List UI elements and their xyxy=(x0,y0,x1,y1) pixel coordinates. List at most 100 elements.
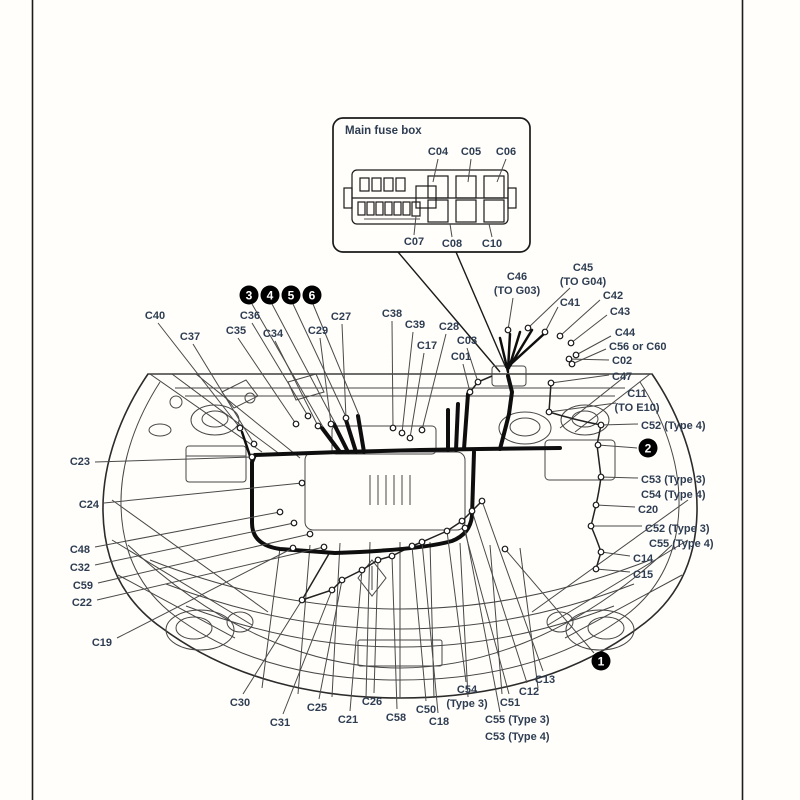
grille-verticals xyxy=(261,541,539,699)
harness-fan-top xyxy=(498,328,547,374)
leader-line-c58 xyxy=(391,555,398,710)
location-marker-1 xyxy=(591,651,611,671)
fluid-cap xyxy=(169,395,183,409)
engine-ribs xyxy=(369,475,411,505)
fuse-box-callout: Main fuse box xyxy=(332,117,531,373)
leader-line-c56-or-c60 xyxy=(571,348,607,365)
marker-leader-1 xyxy=(504,548,595,654)
fusebox-feed-wire xyxy=(469,375,493,393)
connector-label-c01: C01 xyxy=(451,351,471,363)
left-diagonals xyxy=(149,373,301,459)
connector-dot-c14 xyxy=(597,548,605,556)
location-marker-5 xyxy=(281,285,301,305)
leader-line-c15 xyxy=(595,568,631,573)
connector-label-c23: C23 xyxy=(70,456,90,468)
connector-label-c28: C28 xyxy=(439,321,459,333)
location-marker-2 xyxy=(638,438,658,458)
connector-label-c36: C36 xyxy=(240,310,260,322)
right-headlight-inner xyxy=(587,616,625,640)
connector-label-c55-type-4: C55 (Type 4) xyxy=(649,538,714,550)
leader-line-c41 xyxy=(544,306,559,333)
connector-dot-c43 xyxy=(567,339,575,347)
leader-line-c10 xyxy=(488,223,493,238)
leader-line-c59 xyxy=(97,533,311,584)
leader-line-c42 xyxy=(559,299,601,337)
leader-lines xyxy=(94,158,642,715)
connector-dot-c39 xyxy=(398,429,406,437)
connector-label-c04: C04 xyxy=(428,146,449,158)
connector-label-c58: C58 xyxy=(386,712,406,724)
leader-line-c04 xyxy=(432,158,439,183)
connector-dots xyxy=(236,324,605,604)
connector-dot-c51 xyxy=(458,517,466,525)
fuse-box-drawing xyxy=(343,169,517,225)
leader-line-c12 xyxy=(471,510,528,684)
connector-label-c37: C37 xyxy=(180,331,200,343)
harness-prongs-right xyxy=(446,392,470,452)
connector-dot-c41 xyxy=(541,328,549,336)
leader-line-c47 xyxy=(550,374,610,384)
reservoir xyxy=(148,423,172,437)
connector-dot-c26 xyxy=(374,556,382,564)
leader-line-c20 xyxy=(595,504,636,508)
leader-line-c18 xyxy=(421,541,439,714)
leader-line-c31 xyxy=(282,589,333,715)
leader-line-c48 xyxy=(94,511,281,548)
connector-label-c07: C07 xyxy=(404,236,424,248)
connector-dot-c58 xyxy=(388,552,396,560)
connector-dot-c38 xyxy=(389,424,397,432)
connector-label-c19: C19 xyxy=(92,637,112,649)
connector-label-c52-type-3: C52 (Type 3) xyxy=(645,523,710,535)
leader-line-c03 xyxy=(466,347,479,383)
connector-label-c08: C08 xyxy=(442,238,462,250)
marker-leader-4 xyxy=(271,303,336,424)
connector-dot-c29 xyxy=(327,420,335,428)
connector-dot-c34 xyxy=(314,422,322,430)
connector-label-c40: C40 xyxy=(145,310,165,322)
marker-leader-6 xyxy=(312,303,360,416)
leader-line-c06 xyxy=(496,158,507,183)
connector-label-c29: C29 xyxy=(308,325,328,337)
location-marker-number-2: 2 xyxy=(645,442,652,456)
connector-label-c54: C54 xyxy=(457,684,478,696)
right-strut-tower xyxy=(560,404,610,436)
connector-dot-c20 xyxy=(592,501,600,509)
left-crosshatch xyxy=(111,499,269,639)
connector-label-c38: C38 xyxy=(382,308,402,320)
connector-label-c30: C30 xyxy=(230,697,250,709)
connector-label-c14: C14 xyxy=(633,553,654,565)
connector-dot-c17 xyxy=(406,434,414,442)
connector-label-c53-type-4: C53 (Type 4) xyxy=(485,731,550,743)
harness-prongs-center xyxy=(320,414,366,454)
connector-label-c54-line2: (Type 3) xyxy=(446,698,488,710)
callout-tail-line xyxy=(397,251,501,373)
connector-dot-c37 xyxy=(250,440,258,448)
connector-dot-c47 xyxy=(547,379,555,387)
connector-label-c56-or-c60: C56 or C60 xyxy=(609,341,666,353)
harness-loop xyxy=(250,450,476,555)
connector-label-c59: C59 xyxy=(73,580,93,592)
leader-line-c35 xyxy=(237,337,297,425)
left-headlight xyxy=(165,609,235,651)
connector-dot-c54 xyxy=(443,527,451,535)
connector-label-c50: C50 xyxy=(416,704,436,716)
leader-line-c13 xyxy=(481,500,544,672)
leader-line-c05 xyxy=(467,158,472,183)
marker-dot-1 xyxy=(501,545,509,553)
tow-hook xyxy=(226,611,254,633)
connector-dot-c36 xyxy=(304,412,312,420)
connector-label-c21: C21 xyxy=(338,714,358,726)
connector-dot-c35 xyxy=(292,420,300,428)
leader-line-c54 xyxy=(446,530,467,683)
leader-line-c46 xyxy=(507,297,514,331)
leader-line-c23 xyxy=(94,456,253,463)
connector-label-c35: C35 xyxy=(226,325,246,337)
connector-dot-c02 xyxy=(565,355,573,363)
connector-label-c03: C03 xyxy=(457,335,477,347)
connector-label-c18: C18 xyxy=(429,716,449,728)
connector-dot-c55-type-3 xyxy=(461,524,469,532)
connector-dot-c24 xyxy=(298,479,306,487)
connector-label-c06: C06 xyxy=(496,146,516,158)
callout-title: Main fuse box xyxy=(345,125,422,137)
